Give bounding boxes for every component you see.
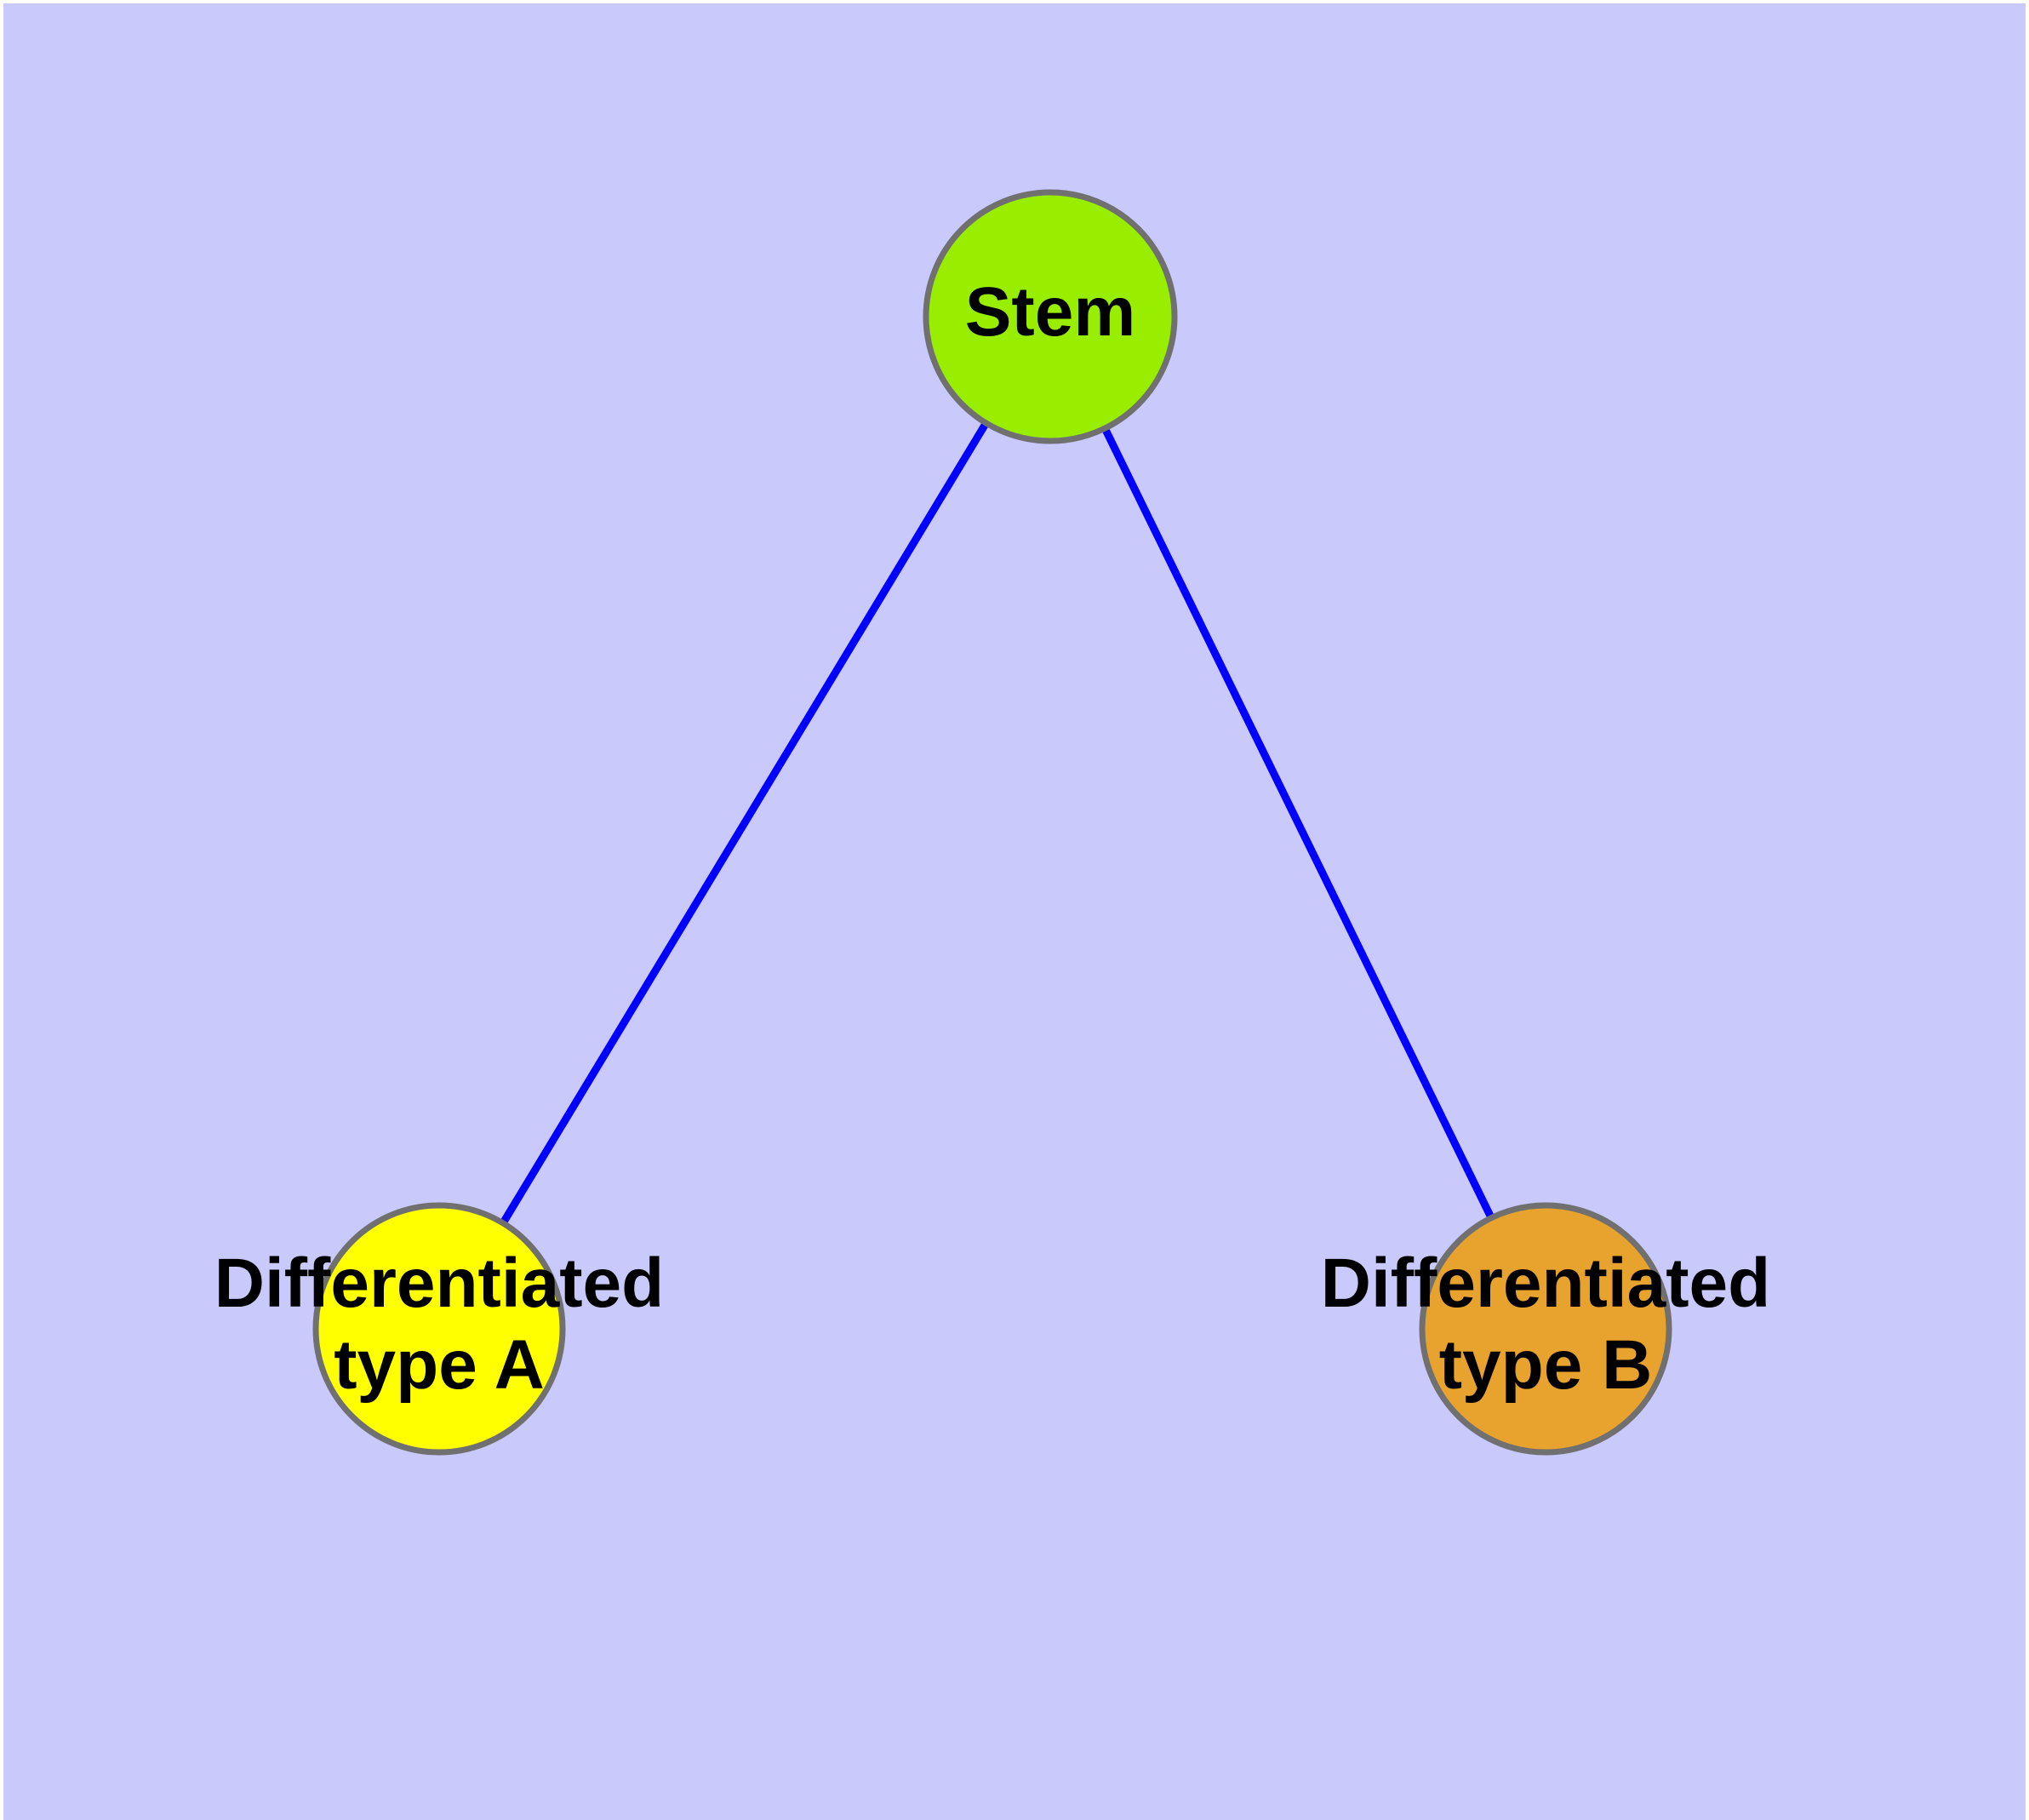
- graph-node-stem[interactable]: [923, 189, 1178, 444]
- graph-node-diff_b[interactable]: [1419, 1202, 1672, 1456]
- graph-edge-stem-diff_b: [1102, 427, 1495, 1218]
- nodes-layer: [312, 189, 1672, 1456]
- graph-node-label-line: type A: [334, 1326, 545, 1404]
- graph-node-label-line: type B: [1439, 1326, 1653, 1404]
- edges-layer: [500, 422, 1495, 1224]
- graph-node-diff_a[interactable]: [312, 1202, 566, 1456]
- graph-node-label-line: Stem: [965, 273, 1136, 351]
- graph-node-label-stem: Stem: [965, 273, 1136, 351]
- graph-edge-stem-diff_a: [500, 422, 989, 1224]
- graph-node-label-line: Differentiated: [1321, 1245, 1771, 1322]
- graph-node-label-line: Differentiated: [214, 1245, 665, 1322]
